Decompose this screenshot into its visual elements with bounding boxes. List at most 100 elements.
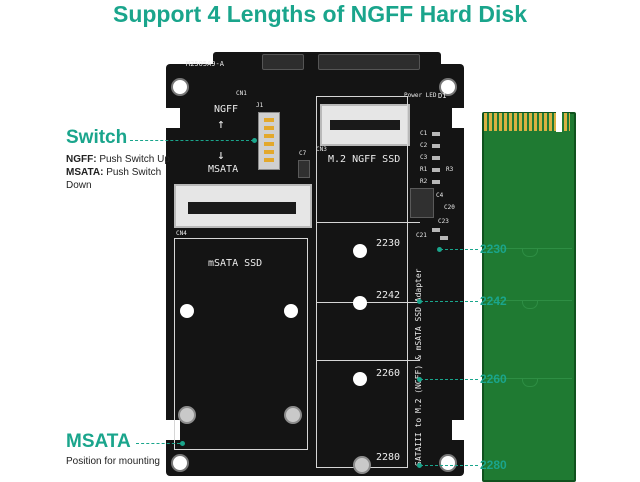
m2-length-cut	[522, 378, 538, 387]
component-c23: C23	[438, 218, 449, 225]
smd-component	[432, 156, 440, 160]
c7-label: C7	[299, 150, 307, 157]
ngff-term: NGFF:	[66, 154, 97, 165]
length-2280-leader	[420, 465, 478, 466]
cn4-label: CN4	[176, 230, 187, 237]
page-title: Support 4 Lengths of NGFF Hard Disk	[112, 1, 527, 27]
length-2260-silk: 2260	[376, 368, 401, 379]
ngff-divider	[316, 360, 420, 361]
switch-pin	[264, 158, 274, 162]
switch-pin	[264, 142, 274, 146]
component-r3: R3	[446, 166, 454, 173]
ngff-divider	[316, 302, 420, 303]
msata-hole-right	[284, 304, 298, 318]
j1-label: J1	[256, 102, 264, 109]
hole-2260	[353, 372, 367, 386]
msata-callout-title: MSATA	[66, 431, 131, 452]
component-c1: C1	[420, 130, 428, 137]
length-2260-leader	[420, 379, 478, 380]
mounting-hole-bottom-right	[439, 454, 457, 472]
length-2230-dot	[437, 247, 442, 252]
standoff-2280	[353, 456, 371, 474]
length-2260-dot	[417, 377, 422, 382]
arrow-up-icon: ↑	[217, 117, 225, 132]
smd-component	[432, 168, 440, 172]
board-notch-right-lower	[452, 420, 466, 440]
component-c3: C3	[420, 154, 428, 161]
switch-pin	[264, 150, 274, 154]
msata-leader-line	[136, 443, 180, 444]
component-c4: C4	[436, 192, 444, 199]
ngff-msata-switch[interactable]	[258, 112, 280, 170]
power-led-label: Power LED	[404, 92, 437, 99]
msata-term: MSATA:	[66, 167, 104, 178]
smd-component	[432, 132, 440, 136]
smd-component	[432, 180, 440, 184]
board-notch-left	[166, 108, 180, 128]
sata-power-connector	[262, 54, 304, 70]
length-2242-label: 2242	[480, 294, 507, 308]
length-2242-dot	[417, 299, 422, 304]
m2-length-cut	[522, 248, 538, 257]
switch-pin	[264, 118, 274, 122]
switch-callout-title: Switch	[66, 127, 128, 148]
switch-leader-dot	[252, 138, 257, 143]
cn3-label: CN3	[316, 146, 327, 153]
component-c21: C21	[416, 232, 427, 239]
adapter-pcb	[166, 64, 464, 476]
m2-length-cut	[522, 300, 538, 309]
switch-leader-line	[130, 140, 254, 141]
msata-desc: Push Switch Down	[66, 167, 162, 191]
mounting-hole-bottom-left	[171, 454, 189, 472]
smd-component	[432, 144, 440, 148]
smd-component	[432, 228, 440, 232]
ngff-slot	[320, 104, 410, 146]
board-notch-left-lower	[166, 420, 180, 440]
hole-2242	[353, 296, 367, 310]
d1-label: D1	[438, 92, 447, 100]
mounting-hole-top-left	[171, 78, 189, 96]
length-2242-silk: 2242	[376, 290, 401, 301]
length-2280-silk: 2280	[376, 452, 401, 463]
switch-msata-label: MSATA	[208, 164, 239, 175]
component-c2: C2	[420, 142, 428, 149]
hole-2230	[353, 244, 367, 258]
switch-pin	[264, 126, 274, 130]
length-2230-leader	[440, 249, 478, 250]
m2-gold-contacts	[484, 113, 570, 131]
msata-slot	[174, 184, 312, 228]
regulator-chip	[410, 188, 434, 218]
msata-standoff-right	[284, 406, 302, 424]
switch-ngff-instruction: NGFF: Push Switch Up	[66, 153, 176, 166]
ngff-desc: Push Switch Up	[99, 154, 170, 165]
component-r2: R2	[420, 178, 428, 185]
component-c20: C20	[444, 204, 455, 211]
c7-component	[298, 160, 310, 178]
board-notch-right	[452, 108, 466, 128]
m2-key-notch	[556, 108, 562, 132]
ngff-outline	[316, 96, 408, 468]
length-2230-label: 2230	[480, 242, 507, 256]
ngff-divider	[316, 222, 420, 223]
msata-standoff-left	[178, 406, 196, 424]
smd-component	[440, 236, 448, 240]
length-2280-label: 2280	[480, 458, 507, 472]
length-2230-silk: 2230	[376, 238, 401, 249]
msata-hole-left	[180, 304, 194, 318]
msata-ssd-label: mSATA SSD	[208, 258, 263, 269]
arrow-down-icon: ↓	[217, 148, 225, 163]
sata-data-connector	[318, 54, 420, 70]
length-2260-label: 2260	[480, 372, 507, 386]
m2-pcb	[482, 112, 576, 482]
mounting-hole-top-right	[439, 78, 457, 96]
cn1-label: CN1	[236, 90, 247, 97]
length-2242-leader	[420, 301, 478, 302]
switch-pin	[264, 134, 274, 138]
switch-msata-instruction: MSATA: Push Switch Down	[66, 166, 166, 192]
msata-position-text: Position for mounting	[66, 456, 160, 467]
m2-ngff-ssd-label: M.2 NGFF SSD	[328, 154, 401, 165]
msata-leader-dot	[180, 441, 185, 446]
component-r1: R1	[420, 166, 428, 173]
switch-ngff-label: NGFF	[214, 104, 239, 115]
msata-outline	[174, 238, 308, 450]
